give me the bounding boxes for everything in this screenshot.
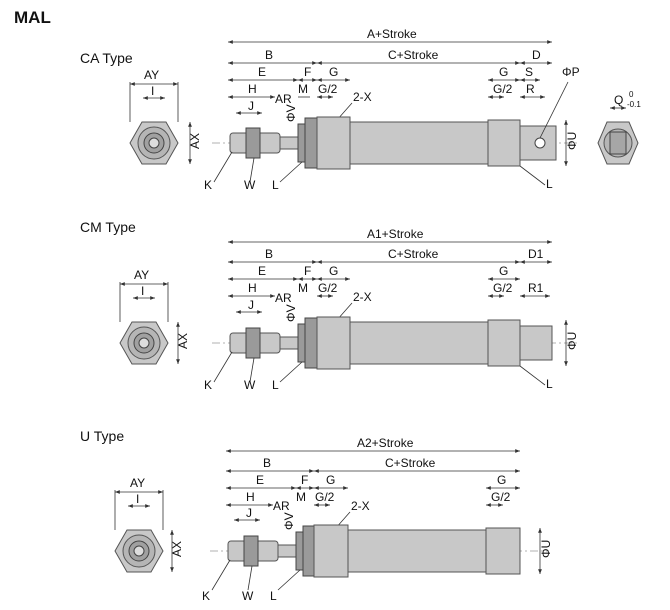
u-j-label: J	[246, 506, 252, 520]
u-g2-right-label: G/2	[491, 490, 511, 504]
ca-right-end-view: Q 0 -0.1	[597, 90, 641, 165]
ca-b-label: B	[265, 48, 273, 62]
ca-type-drawing: AY I AX A+Stroke B C+Stroke D E F G G S …	[129, 27, 641, 192]
ca-ay-label: AY	[144, 68, 159, 82]
ca-d-label: D	[532, 48, 541, 62]
u-total-label: A2+Stroke	[357, 436, 414, 450]
u-type-label: U Type	[80, 428, 125, 444]
ca-type-label: CA Type	[80, 50, 133, 66]
u-hex-end-view: AY I AX	[114, 476, 184, 573]
ca-k-label: K	[204, 178, 212, 192]
ca-q-tol-top: 0	[629, 90, 634, 99]
cm-u-label: ΦU	[565, 332, 579, 350]
ca-l-left-label: L	[272, 178, 279, 192]
cm-i-label: I	[141, 284, 144, 298]
u-i-label: I	[136, 492, 139, 506]
cm-g-left-label: G	[329, 264, 338, 278]
ca-ar-label: AR	[275, 92, 292, 106]
u-u-label: ΦU	[539, 540, 553, 558]
u-c-label: C+Stroke	[385, 456, 436, 470]
cm-type-drawing: AY I AX A1+Stroke B C+Stroke D1 E F G G …	[119, 227, 580, 392]
cm-d-label: D1	[528, 247, 544, 261]
cm-k-label: K	[204, 378, 212, 392]
cm-ar-label: AR	[275, 291, 292, 305]
ca-u-label: ΦU	[565, 132, 579, 150]
ca-r-label: R	[526, 82, 535, 96]
u-ar-label: AR	[273, 499, 290, 513]
cm-h-label: H	[248, 281, 257, 295]
u-g-left-label: G	[326, 473, 335, 487]
cm-w-label: W	[244, 378, 256, 392]
u-f-label: F	[301, 473, 308, 487]
cm-r-label: R1	[528, 281, 544, 295]
cm-l-left-label: L	[272, 378, 279, 392]
cm-ax-label: AX	[176, 333, 190, 349]
ca-hex-end-view: AY I AX	[129, 68, 202, 165]
ca-total-label: A+Stroke	[367, 27, 417, 41]
ca-p-label: ΦP	[562, 65, 580, 79]
ca-h-label: H	[248, 82, 257, 96]
cm-f-label: F	[304, 264, 311, 278]
ca-s-label: S	[525, 65, 533, 79]
cm-l-right-label: L	[546, 377, 553, 391]
u-l-left-label: L	[270, 589, 277, 603]
ca-j-label: J	[248, 99, 254, 113]
ca-l-right-label: L	[546, 177, 553, 191]
ca-i-label: I	[151, 84, 154, 98]
u-ay-label: AY	[130, 476, 145, 490]
u-k-label: K	[202, 589, 210, 603]
cm-g2-left-label: G/2	[318, 281, 338, 295]
u-x-label: 2-X	[351, 499, 370, 513]
ca-v-label: ΦV	[284, 104, 298, 122]
ca-ax-label: AX	[188, 133, 202, 149]
ca-f-label: F	[304, 65, 311, 79]
u-type-drawing: AY I AX A2+Stroke B C+Stroke E F G G H M…	[114, 436, 553, 603]
cm-g-right-label: G	[499, 264, 508, 278]
u-b-label: B	[263, 456, 271, 470]
ca-g2-left-label: G/2	[318, 82, 338, 96]
cm-ay-label: AY	[134, 268, 149, 282]
ca-g-left-label: G	[329, 65, 338, 79]
u-g-right-label: G	[497, 473, 506, 487]
cm-v-label: ΦV	[284, 304, 298, 322]
ca-x-label: 2-X	[353, 90, 372, 104]
ca-m-label: M	[298, 82, 308, 96]
u-v-label: ΦV	[282, 512, 296, 530]
cm-c-label: C+Stroke	[388, 247, 439, 261]
cm-type-label: CM Type	[80, 219, 136, 235]
page-title: MAL	[14, 8, 51, 27]
u-g2-left-label: G/2	[315, 490, 335, 504]
cm-total-label: A1+Stroke	[367, 227, 424, 241]
u-m-label: M	[296, 490, 306, 504]
cm-b-label: B	[265, 247, 273, 261]
cm-hex-end-view: AY I AX	[119, 268, 190, 365]
cm-g2-right-label: G/2	[493, 281, 513, 295]
u-e-label: E	[256, 473, 264, 487]
ca-q-label: Q	[614, 93, 623, 107]
ca-e-label: E	[258, 65, 266, 79]
cm-m-label: M	[298, 281, 308, 295]
ca-c-label: C+Stroke	[388, 48, 439, 62]
cm-e-label: E	[258, 264, 266, 278]
ca-g2-right-label: G/2	[493, 82, 513, 96]
u-w-label: W	[242, 589, 254, 603]
cm-j-label: J	[248, 298, 254, 312]
ca-q-tol-bot: -0.1	[627, 100, 641, 109]
cm-x-label: 2-X	[353, 290, 372, 304]
u-ax-label: AX	[170, 541, 184, 557]
ca-g-right-label: G	[499, 65, 508, 79]
ca-w-label: W	[244, 178, 256, 192]
u-h-label: H	[246, 490, 255, 504]
